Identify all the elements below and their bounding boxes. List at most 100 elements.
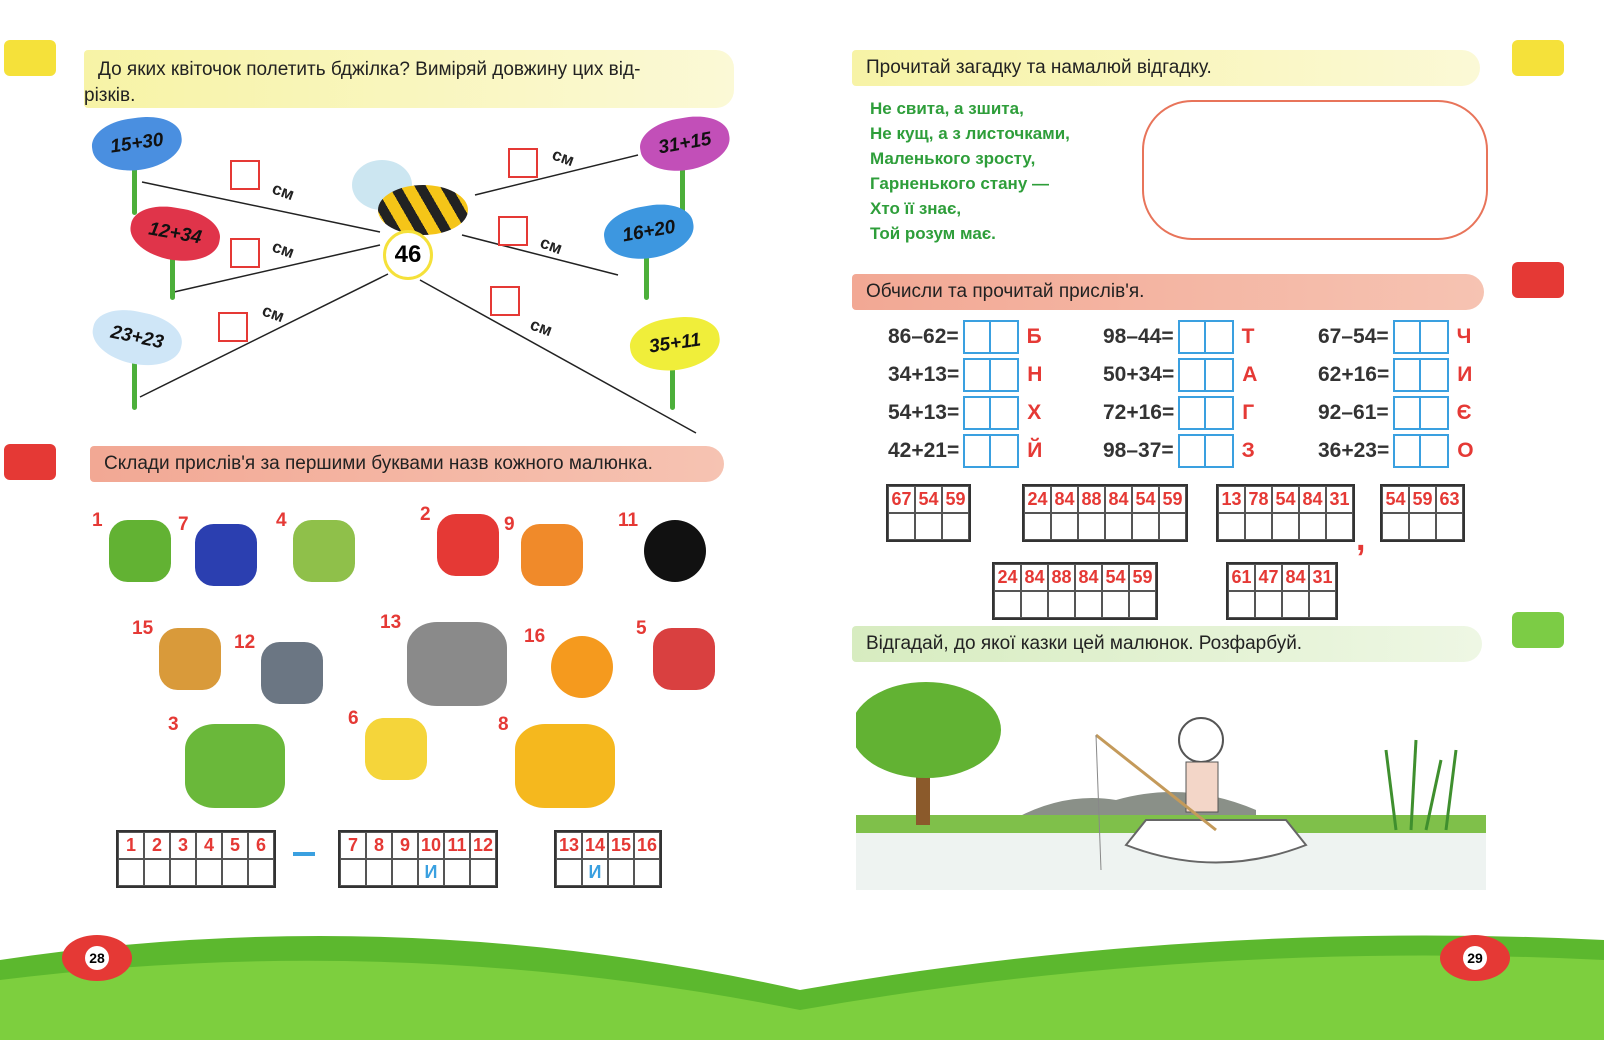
equation: 62+16=И [1318, 358, 1477, 392]
equation-letter: И [1457, 363, 1473, 386]
table-answer-cell[interactable] [170, 859, 196, 886]
table-answer-cell[interactable] [222, 859, 248, 886]
answer-box[interactable] [1393, 434, 1450, 468]
drawing-frame[interactable] [1142, 100, 1488, 240]
table-answer-cell[interactable]: И [582, 859, 608, 886]
length-input-box[interactable] [490, 286, 520, 316]
answer-box[interactable] [963, 358, 1020, 392]
table-code-cell: 16 [634, 832, 660, 859]
equation: 92–61=Є [1318, 396, 1477, 430]
equation-letter: Ч [1456, 325, 1472, 348]
table-answer-cell[interactable] [556, 859, 582, 886]
flower-stem [132, 135, 137, 215]
answer-box[interactable] [962, 320, 1019, 354]
table-answer-cell[interactable] [196, 859, 222, 886]
length-input-box[interactable] [508, 148, 538, 178]
tree-icon [108, 520, 171, 582]
equation-letter: О [1457, 439, 1474, 462]
length-input-box[interactable] [230, 160, 260, 190]
table-answer-cell[interactable] [444, 859, 470, 886]
table-answer-cell[interactable] [1436, 513, 1463, 540]
length-input-box[interactable] [218, 312, 248, 342]
table-answer-cell[interactable] [1132, 513, 1159, 540]
equation: 34+13=Н [888, 358, 1047, 392]
picture-item: 7 [178, 514, 257, 586]
table-code-cell: 7 [340, 832, 366, 859]
table-answer-cell[interactable] [118, 859, 144, 886]
equation-text: 98–37= [1103, 439, 1174, 462]
table-answer-cell[interactable] [1309, 591, 1336, 618]
bee-number: 46 [383, 230, 433, 280]
table-answer-cell[interactable] [942, 513, 969, 540]
task2-title: Склади прислів'я за першими буквами назв… [104, 453, 653, 474]
table-code-cell: 54 [1382, 486, 1409, 513]
picture-number: 5 [636, 618, 647, 639]
answer-box[interactable] [1393, 358, 1450, 392]
table-answer-cell[interactable] [248, 859, 274, 886]
table-answer-cell[interactable] [1075, 591, 1102, 618]
table-answer-cell[interactable] [1326, 513, 1353, 540]
table-answer-cell[interactable] [1228, 591, 1255, 618]
table-answer-cell[interactable] [1024, 513, 1051, 540]
table-answer-cell[interactable] [1218, 513, 1245, 540]
table-answer-cell[interactable] [1021, 591, 1048, 618]
table-code-cell: 88 [1048, 564, 1075, 591]
answer-box[interactable] [963, 434, 1020, 468]
table-answer-cell[interactable] [392, 859, 418, 886]
table-answer-cell[interactable] [144, 859, 170, 886]
length-input-box[interactable] [230, 238, 260, 268]
table-answer-cell[interactable] [994, 591, 1021, 618]
table-answer-cell[interactable]: И [418, 859, 444, 886]
answer-box[interactable] [1178, 358, 1235, 392]
red-bird-tab [1512, 262, 1564, 298]
answer-box[interactable] [1177, 434, 1234, 468]
equation: 36+23=О [1318, 434, 1477, 468]
picture-item: 13 [380, 612, 508, 706]
answer-box[interactable] [1178, 396, 1235, 430]
table-answer-cell[interactable] [1129, 591, 1156, 618]
answer-box[interactable] [1177, 320, 1234, 354]
table-answer-cell[interactable] [1255, 591, 1282, 618]
table-answer-cell[interactable] [1048, 591, 1075, 618]
table-answer-cell[interactable] [888, 513, 915, 540]
table-code-cell: 84 [1075, 564, 1102, 591]
table-answer-cell[interactable] [1299, 513, 1326, 540]
table-answer-cell[interactable] [470, 859, 496, 886]
table-answer-cell[interactable] [634, 859, 660, 886]
frog-icon [292, 520, 355, 582]
table-answer-cell[interactable] [1051, 513, 1078, 540]
table-code-cell: 61 [1228, 564, 1255, 591]
table-answer-cell[interactable] [1102, 591, 1129, 618]
table-answer-cell[interactable] [1409, 513, 1436, 540]
length-input-box[interactable] [498, 216, 528, 246]
picture-item: 2 [420, 504, 499, 576]
table-code-cell: 5 [222, 832, 248, 859]
excavator-icon [514, 724, 615, 808]
picture-number: 15 [132, 618, 154, 639]
table-answer-cell[interactable] [1078, 513, 1105, 540]
table-answer-cell[interactable] [915, 513, 942, 540]
table-answer-cell[interactable] [1105, 513, 1132, 540]
table-answer-cell[interactable] [1382, 513, 1409, 540]
equation: 86–62=Б [888, 320, 1047, 354]
riddle-line: Не свита, а зшита, [870, 99, 1024, 118]
boy-body [1185, 761, 1219, 813]
table-answer-cell[interactable] [340, 859, 366, 886]
task2-banner: Склади прислів'я за першими буквами назв… [90, 446, 724, 482]
red-bird-tab [4, 444, 56, 480]
table-answer-cell[interactable] [608, 859, 634, 886]
answer-box[interactable] [963, 396, 1020, 430]
table-answer-cell[interactable] [1272, 513, 1299, 540]
answer-box[interactable] [1392, 320, 1449, 354]
table-answer-cell[interactable] [1159, 513, 1186, 540]
table-answer-cell[interactable] [366, 859, 392, 886]
fairy-tale-picture[interactable] [856, 680, 1486, 890]
table-answer-cell[interactable] [1245, 513, 1272, 540]
elephant-icon [407, 622, 508, 706]
task1-title: До яких квіточок полетить бджілка? Вимір… [98, 59, 641, 80]
picture-item: 15 [132, 618, 222, 690]
table-answer-cell[interactable] [1282, 591, 1309, 618]
answer-box[interactable] [1392, 396, 1449, 430]
